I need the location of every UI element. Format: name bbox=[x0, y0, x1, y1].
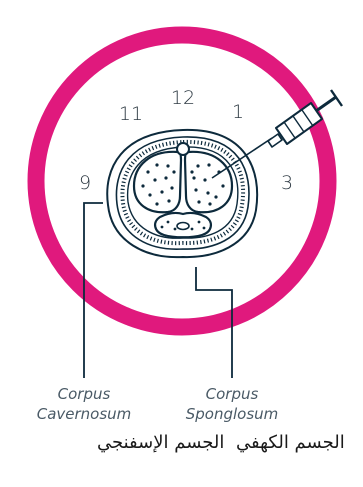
corpus-cavernosum-label: Corpus Cavernosum bbox=[34, 384, 134, 424]
clock-number-12: 12 bbox=[171, 87, 195, 109]
arabic-spongiosum-label: الجسم الإسفنجي bbox=[97, 432, 224, 453]
arabic-cavernosum-label: الجسم الكهفي bbox=[236, 432, 345, 453]
urethra bbox=[177, 223, 189, 230]
clock-number-9: 9 bbox=[79, 172, 91, 194]
spongiosum-label-line1: Corpus bbox=[180, 384, 284, 404]
cavernosum-label-line2: Cavernosum bbox=[34, 404, 134, 424]
clock-number-11: 11 bbox=[119, 103, 143, 125]
clock-number-1: 1 bbox=[232, 101, 244, 123]
dorsal-vessel bbox=[177, 143, 189, 155]
corpus-cavernosum-right bbox=[185, 152, 232, 212]
spongiosum-label-line2: Sponglosum bbox=[180, 404, 284, 424]
corpus-spongiosum-label: Corpus Sponglosum bbox=[180, 384, 284, 424]
clock-number-3: 3 bbox=[281, 172, 293, 194]
cavernosum-label-line1: Corpus bbox=[34, 384, 134, 404]
